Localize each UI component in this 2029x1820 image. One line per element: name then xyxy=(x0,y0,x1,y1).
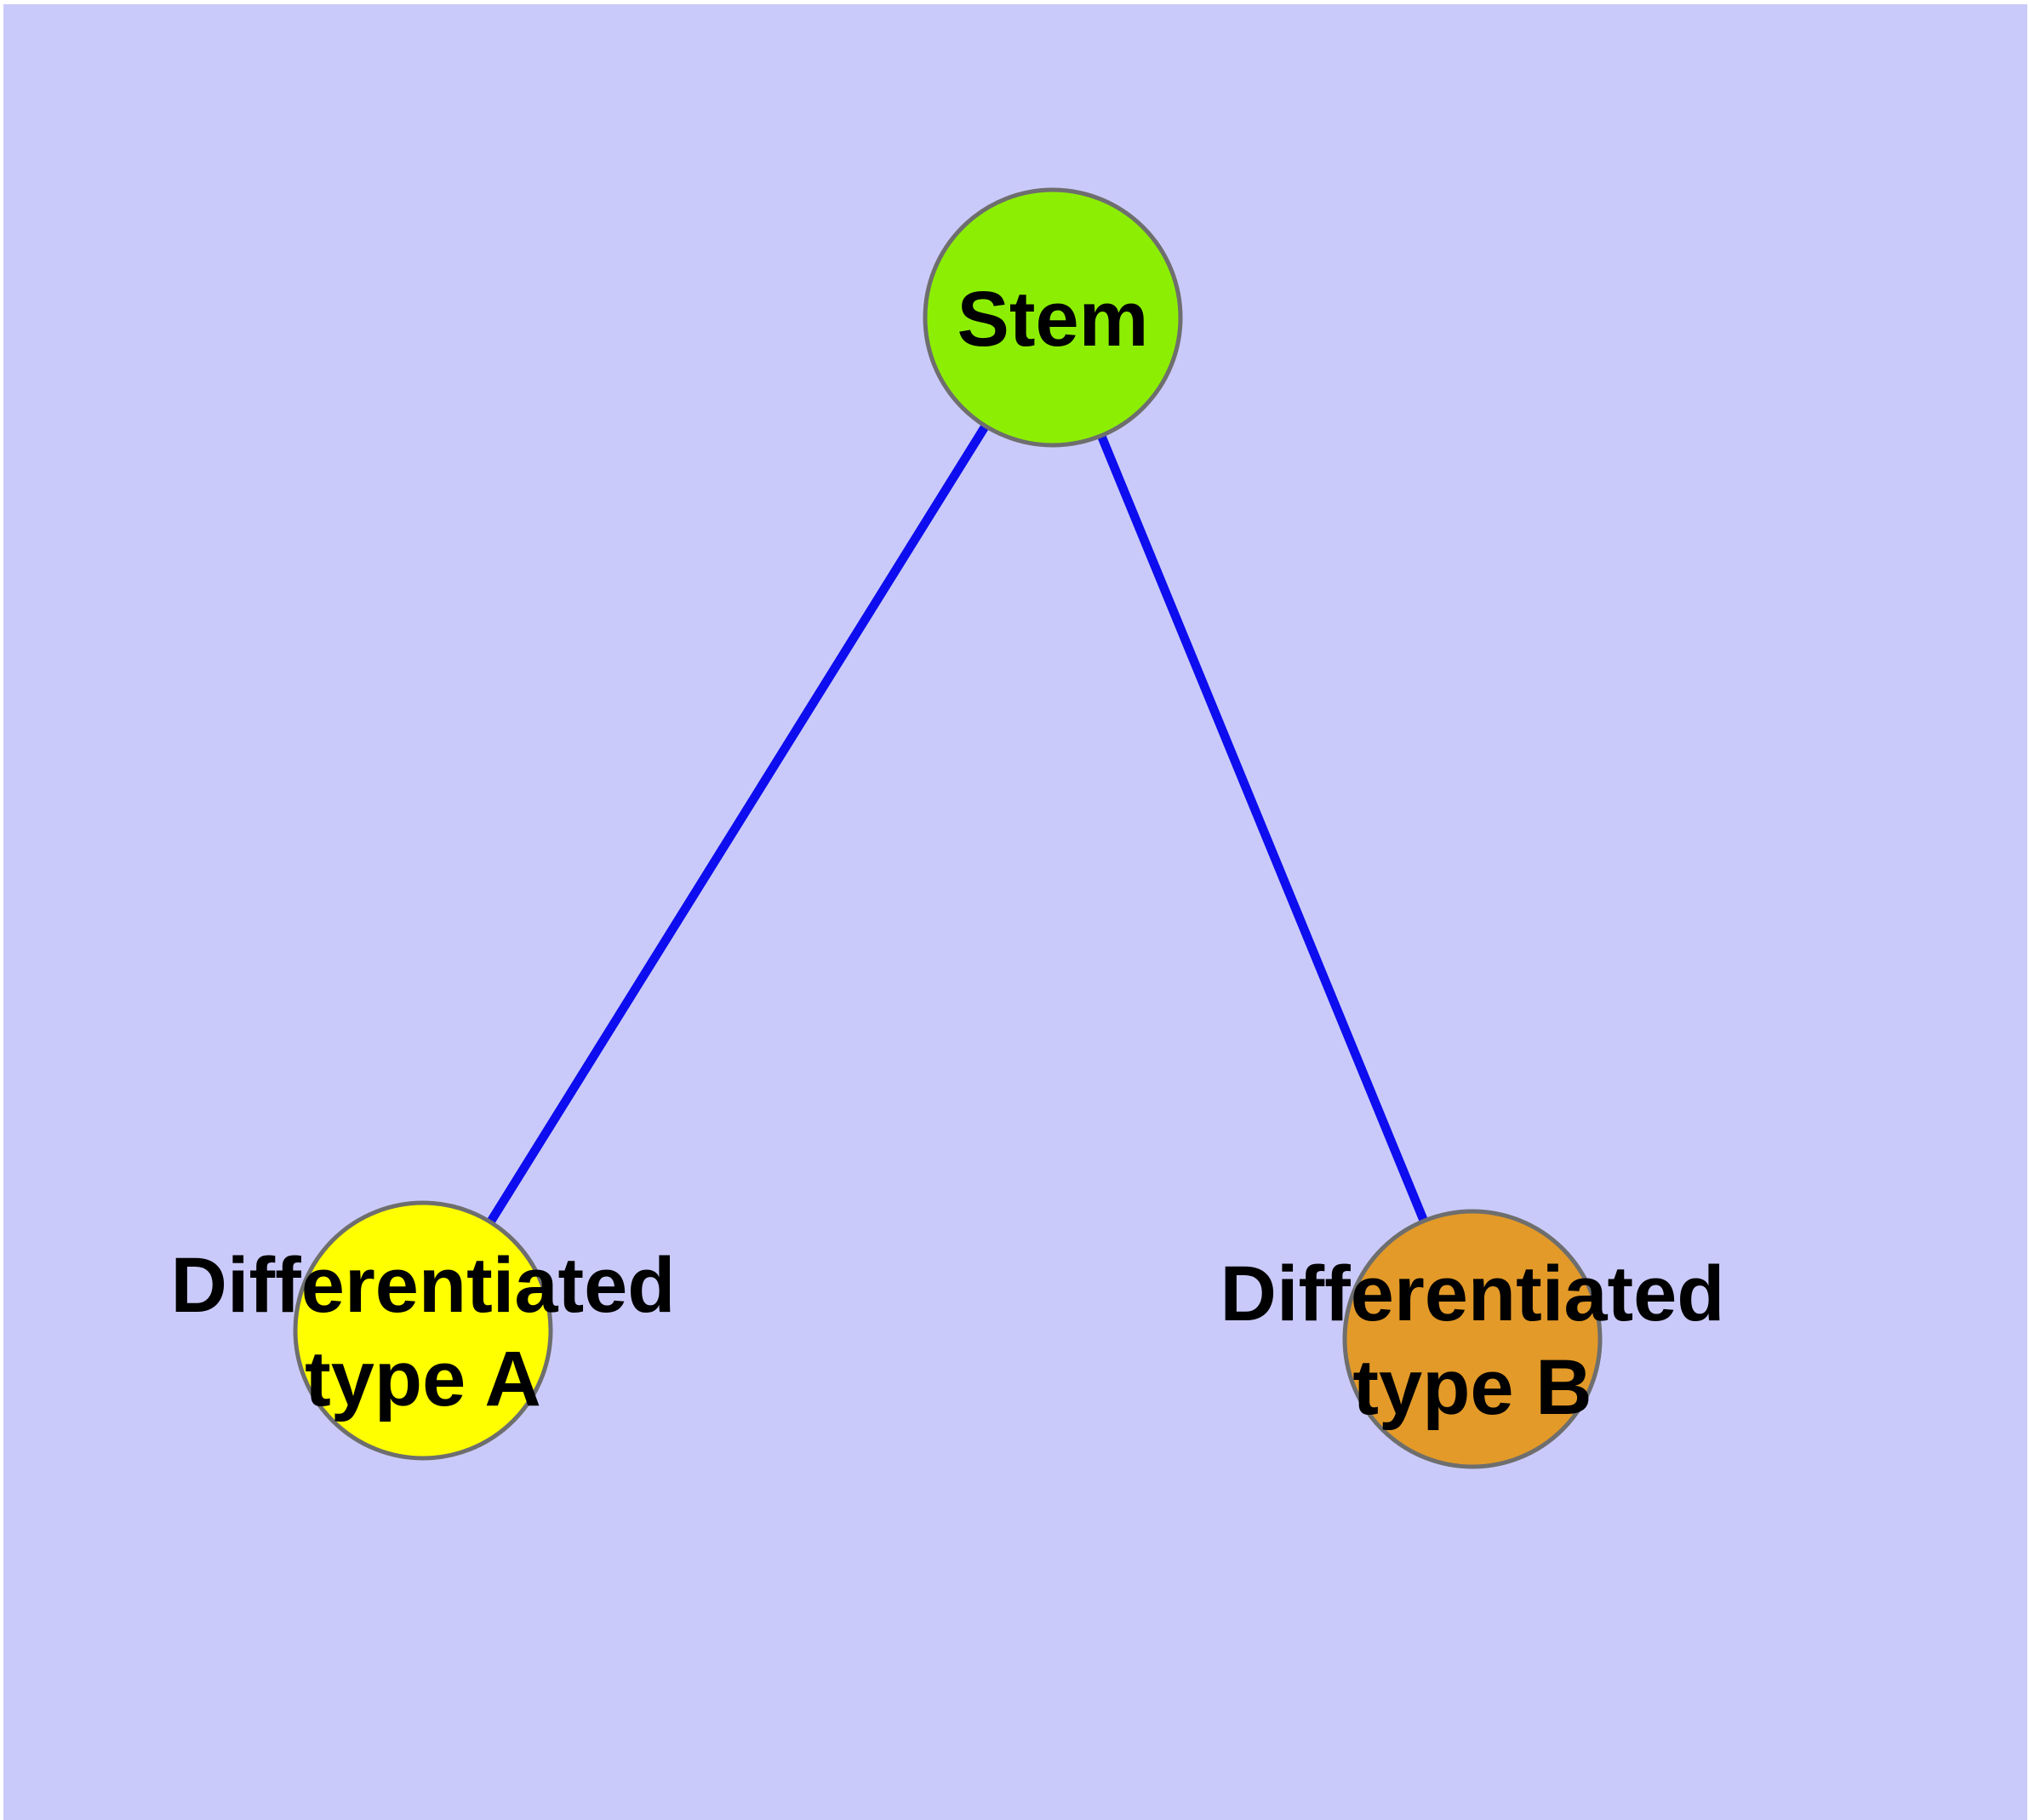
nodes-layer xyxy=(293,187,1603,1469)
node-label-line: Stem xyxy=(957,276,1149,363)
edges-layer xyxy=(419,315,1477,1341)
node-circle-diff-a xyxy=(293,1200,553,1461)
edge-stem-diff-b xyxy=(1049,316,1477,1341)
edge-stem-diff-a xyxy=(419,315,1057,1333)
node-label-line: type A xyxy=(305,1336,541,1422)
node-circle-diff-b xyxy=(1342,1209,1603,1469)
node-label-line: Differentiated xyxy=(171,1242,676,1329)
node-label-line: type B xyxy=(1352,1344,1592,1431)
node-circle-stem xyxy=(923,187,1183,448)
node-label-stem: Stem xyxy=(957,276,1149,363)
node-label-line: Differentiated xyxy=(1220,1251,1725,1337)
